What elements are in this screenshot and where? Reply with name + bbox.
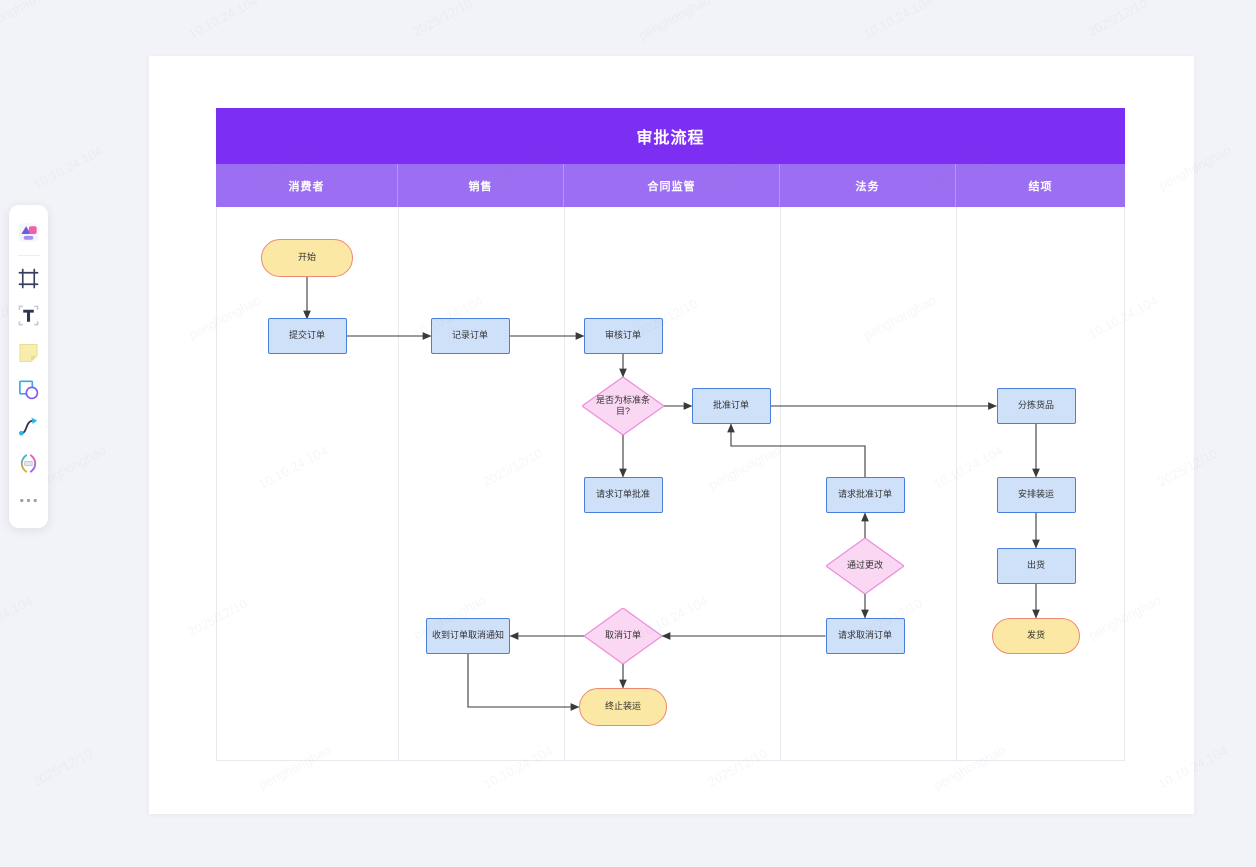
sticky-note-button[interactable] [14,338,44,368]
flow-node-label: 请求取消订单 [837,630,892,641]
lane-headers: 消费者 销售合同监管法务结项 [216,164,1125,207]
lane-divider [398,207,399,760]
flow-node-label: 安排装运 [1017,489,1054,500]
flow-node-label: 是否为标准条目? [595,394,650,416]
flow-node-label: 请求订单批准 [595,489,650,500]
watermark-text: penghonghao [636,0,714,43]
flow-node-submit-order[interactable]: 提交订单 [267,318,347,354]
flow-node-label: 通过更改 [846,560,883,571]
lane-header-2[interactable]: 合同监管 [563,164,779,207]
watermark-text: 10.10.24.104 [0,593,35,642]
toolbar-divider [17,255,40,256]
flow-node-pass-changes[interactable]: 通过更改 [826,538,904,594]
more-icon [17,489,40,512]
flow-node-receive-cancel-notice[interactable]: 收到订单取消通知 [426,618,510,654]
flow-edge-request-approve-order-to-approve-order[interactable] [727,423,866,477]
flow-node-label: 收到订单取消通知 [431,630,504,641]
flow-node-cancel-order[interactable]: 取消订单 [584,608,662,664]
connector-button[interactable] [14,412,44,442]
watermark-text: 10.10.24.104 [860,0,935,42]
flow-edge-receive-cancel-notice-to-end-shipment[interactable] [467,654,580,711]
diagram-title[interactable]: 审批流程 [216,108,1125,164]
flow-node-record-order[interactable]: 记录订单 [430,318,510,354]
flow-node-label: 提交订单 [288,330,325,341]
flow-node-label: 请求批准订单 [837,489,892,500]
lane-divider [780,207,781,760]
watermark-text: 2025/12/10 [30,745,95,790]
watermark-text: penghonghao [0,0,39,43]
shapes-icon [17,378,40,401]
lane-body[interactable]: 开始提交订单 记录订单 审核订单是否为标准条目? 批准订单 分拣货品请求订单批准 请求批准… [216,207,1125,761]
templates-icon [17,221,40,244]
flow-node-request-order-approval[interactable]: 请求订单批准 [583,477,663,513]
flow-node-ship-out[interactable]: 出货 [996,548,1076,584]
flow-node-label: 批准订单 [712,400,749,411]
shapes-button[interactable] [14,375,44,405]
lane-divider [564,207,565,760]
container-icon [17,452,40,475]
flow-node-deliver[interactable]: 发货 [992,618,1080,654]
flow-node-request-cancel-order[interactable]: 请求取消订单 [825,618,905,654]
flow-node-label: 记录订单 [451,330,488,341]
watermark-text: 2025/12/10 [1085,0,1150,40]
flow-node-label: 出货 [1026,560,1045,571]
swimlane-table: 审批流程 消费者 销售合同监管法务结项 开始提交订单 记录订单 审核订单是否为标准条目… [216,108,1125,761]
text-icon [17,304,40,327]
container-button[interactable] [14,449,44,479]
flow-node-end-shipment[interactable]: 终止装运 [579,688,667,726]
lane-header-1[interactable]: 销售 [397,164,563,207]
watermark-text: 10.10.24.104 [185,0,260,42]
sticky-note-icon [17,341,40,364]
more-button[interactable] [14,486,44,516]
editor-canvas[interactable]: 审批流程 消费者 销售合同监管法务结项 开始提交订单 记录订单 审核订单是否为标准条目… [149,56,1194,814]
watermark-text: 2025/12/10 [410,0,475,40]
connector-icon [17,415,40,438]
flow-node-arrange-shipment[interactable]: 安排装运 [996,477,1076,513]
flow-node-label: 分拣货品 [1017,400,1054,411]
flow-node-label: 审核订单 [604,330,641,341]
lane-header-0[interactable]: 消费者 [288,180,325,193]
frame-button[interactable] [14,264,44,294]
lane-header-3[interactable]: 法务 [779,164,955,207]
flow-node-start[interactable]: 开始 [261,239,353,277]
flow-node-review-order[interactable]: 审核订单 [583,318,663,354]
flow-node-label: 开始 [297,252,316,263]
flow-node-label: 取消订单 [604,630,641,641]
flow-node-request-approve-order[interactable]: 请求批准订单 [825,477,905,513]
text-button[interactable] [14,301,44,331]
flow-node-approve-order[interactable]: 批准订单 [691,388,771,424]
watermark-text: 10.10.24.104 [30,143,105,192]
lane-divider [956,207,957,760]
templates-button[interactable] [14,218,44,248]
flow-node-is-standard-item[interactable]: 是否为标准条目? [582,377,664,435]
flow-node-label: 发货 [1026,630,1045,641]
left-toolbar [9,205,48,528]
lane-header-4[interactable]: 结项 [955,164,1125,207]
flow-node-label: 终止装运 [604,701,641,712]
flow-node-sort-goods[interactable]: 分拣货品 [996,388,1076,424]
frame-icon [17,267,40,290]
